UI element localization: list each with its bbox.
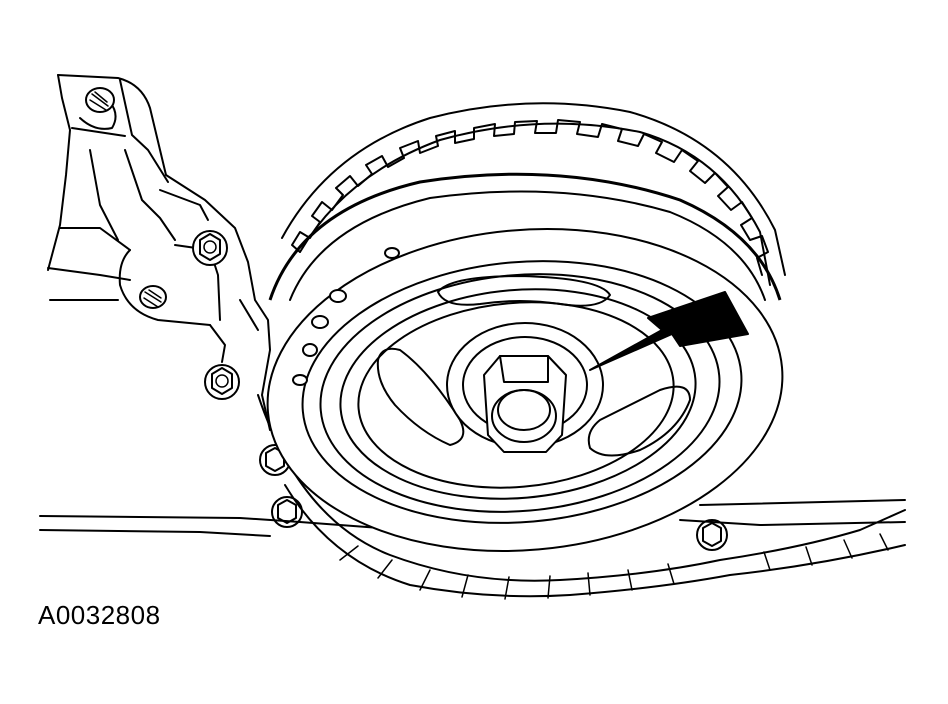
bracket-bolt-middle bbox=[204, 364, 240, 400]
crankshaft-bolt bbox=[483, 355, 567, 453]
figure-id-label: A0032808 bbox=[38, 600, 161, 630]
bracket-bolt-upper bbox=[192, 230, 228, 266]
oil-pan-edge bbox=[39, 499, 906, 537]
direction-arrow bbox=[589, 291, 749, 371]
timing-belt bbox=[257, 102, 906, 600]
bracket-bolt-lower-2 bbox=[271, 496, 303, 528]
oil-pan-bolt bbox=[696, 519, 728, 551]
